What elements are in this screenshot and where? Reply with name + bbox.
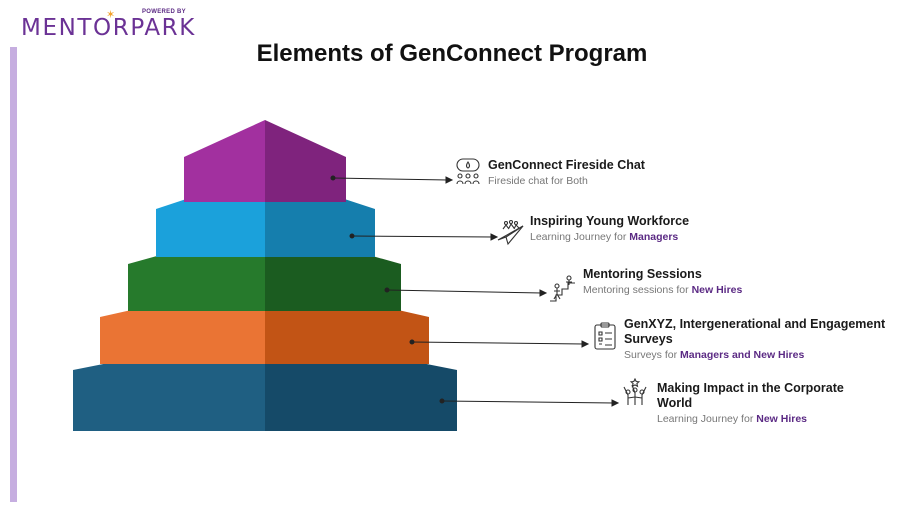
fireside-chat-icon bbox=[456, 158, 480, 185]
paper-plane-team-icon bbox=[497, 219, 524, 246]
connector-dot-1 bbox=[330, 175, 336, 181]
logo-brand: MENTORPARK bbox=[21, 15, 196, 41]
team-celebration-icon bbox=[623, 378, 647, 405]
connector-arrow-4 bbox=[581, 340, 590, 348]
connector-dot-5 bbox=[439, 398, 445, 404]
connector-line-2 bbox=[351, 235, 494, 238]
tier-1-description: GenConnect Fireside Chat Fireside chat f… bbox=[488, 158, 708, 188]
tier-4-title: GenXYZ, Intergenerational and Engagement… bbox=[624, 317, 886, 346]
tier-5-subtitle-bold: New Hires bbox=[756, 413, 808, 425]
tier-1-subtitle-plain: Fireside chat for Both bbox=[488, 175, 588, 187]
tier-3-title: Mentoring Sessions bbox=[583, 267, 702, 281]
tier-5-description: Making Impact in the Corporate World Lea… bbox=[657, 381, 857, 426]
tier-1-subtitle: Fireside chat for Both bbox=[488, 174, 708, 188]
tier-1-title: GenConnect Fireside Chat bbox=[488, 158, 645, 172]
tier-2-subtitle-bold: Managers bbox=[629, 231, 679, 243]
mentoring-stairs-icon bbox=[550, 275, 575, 302]
connector-dot-4 bbox=[409, 339, 415, 345]
tier-2-subtitle: Learning Journey for Managers bbox=[530, 230, 750, 244]
tier-3-subtitle: Mentoring sessions for New Hires bbox=[583, 283, 803, 297]
tier-4-subtitle: Surveys for Managers and New Hires bbox=[624, 348, 894, 362]
tier-4-subtitle-bold: Managers and New Hires bbox=[680, 349, 805, 361]
survey-clipboard-icon bbox=[594, 322, 616, 350]
connector-arrow-2 bbox=[490, 233, 499, 241]
accent-sidebar-bar bbox=[10, 47, 17, 502]
tier-5-subtitle-plain: Learning Journey for bbox=[657, 413, 757, 425]
tier-4-description: GenXYZ, Intergenerational and Engagement… bbox=[624, 317, 894, 362]
tier-2-subtitle-plain: Learning Journey for bbox=[530, 231, 630, 243]
tier-4-subtitle-plain: Surveys for bbox=[624, 349, 681, 361]
pyramid-tier-1-left bbox=[184, 120, 265, 202]
logo-star-icon: ✶ bbox=[106, 9, 116, 21]
tier-5-subtitle: Learning Journey for New Hires bbox=[657, 412, 857, 426]
connector-dot-2 bbox=[349, 233, 355, 239]
connector-arrow-3 bbox=[539, 289, 548, 297]
tier-3-subtitle-bold: New Hires bbox=[691, 284, 743, 296]
pyramid-tier-1-right bbox=[265, 120, 346, 202]
connector-line-3 bbox=[386, 289, 543, 294]
connector-line-4 bbox=[411, 341, 585, 345]
connector-arrow-1 bbox=[445, 176, 454, 184]
tier-3-subtitle-plain: Mentoring sessions for bbox=[583, 284, 692, 296]
tier-5-title: Making Impact in the Corporate World bbox=[657, 381, 844, 410]
connector-line-5 bbox=[441, 400, 615, 404]
tier-2-title: Inspiring Young Workforce bbox=[530, 214, 690, 228]
connector-arrow-5 bbox=[611, 399, 620, 407]
page-title: Elements of GenConnect Program bbox=[256, 40, 648, 67]
connector-line-1 bbox=[332, 177, 449, 181]
tier-2-description: Inspiring Young Workforce Learning Journ… bbox=[530, 214, 750, 244]
connector-dot-3 bbox=[384, 287, 390, 293]
tier-3-description: Mentoring Sessions Mentoring sessions fo… bbox=[583, 267, 803, 297]
mentorpark-logo: POWERED BY ✶ MENTORPARK bbox=[21, 6, 196, 41]
logo-powered-by: POWERED BY bbox=[141, 9, 186, 15]
